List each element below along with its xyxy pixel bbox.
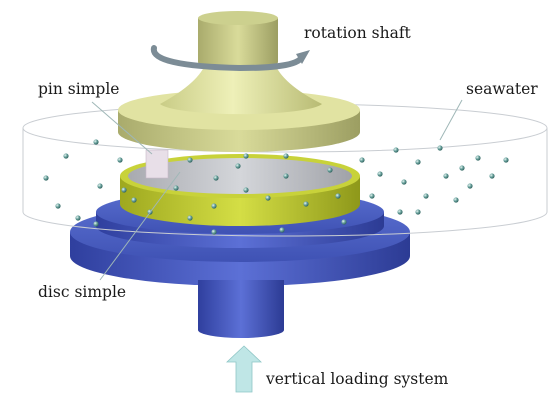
seawater-particle xyxy=(121,187,127,193)
seawater-particle xyxy=(437,145,443,151)
seawater-particle xyxy=(393,147,399,153)
seawater-particle xyxy=(467,183,473,189)
rotation-arrow xyxy=(150,45,310,72)
seawater-particles xyxy=(43,139,509,235)
seawater-particle xyxy=(423,193,429,199)
seawater-particle xyxy=(341,219,347,225)
seawater-particle xyxy=(75,215,81,221)
disc-sample xyxy=(120,154,360,226)
seawater-particle xyxy=(415,159,421,165)
pin-sample xyxy=(145,149,169,179)
label-seawater: seawater xyxy=(466,80,538,98)
label-vertical-loading: vertical loading system xyxy=(265,370,449,388)
vertical-loading-arrow xyxy=(225,345,263,393)
seawater-particle xyxy=(415,209,421,215)
seawater-particle xyxy=(401,179,407,185)
seawater-particle xyxy=(279,227,285,233)
seawater-particle xyxy=(303,201,309,207)
seawater-particle xyxy=(283,153,289,159)
seawater-particle xyxy=(335,193,341,199)
seawater-particle xyxy=(187,157,193,163)
seawater-particle xyxy=(443,173,449,179)
seawater-particle xyxy=(369,193,375,199)
seawater-particle xyxy=(211,203,217,209)
seawater-particle xyxy=(243,153,249,159)
seawater-particle xyxy=(93,139,99,145)
seawater-particle xyxy=(397,209,403,215)
leader-lines xyxy=(91,99,463,281)
seawater-particle xyxy=(55,203,61,209)
seawater-particle xyxy=(43,175,49,181)
seawater-particle xyxy=(93,221,99,227)
seawater-particle xyxy=(131,197,137,203)
rotation-shaft-head xyxy=(118,11,360,152)
seawater-particle xyxy=(459,165,465,171)
label-disc-simple: disc simple xyxy=(38,283,126,301)
label-pin-simple: pin simple xyxy=(38,80,119,98)
seawater-particle xyxy=(453,197,459,203)
seawater-particle xyxy=(235,163,241,169)
seawater-particle xyxy=(377,171,383,177)
seawater-particle xyxy=(211,229,217,235)
seawater-tank-front xyxy=(22,211,548,237)
seawater-particle xyxy=(187,215,193,221)
seawater-particle xyxy=(243,187,249,193)
label-rotation-shaft: rotation shaft xyxy=(304,24,412,42)
seawater-particle xyxy=(503,157,509,163)
seawater-particle xyxy=(117,157,123,163)
lower-shaft xyxy=(198,280,284,338)
seawater-particle xyxy=(173,185,179,191)
seawater-particle xyxy=(283,173,289,179)
seawater-particle xyxy=(359,157,365,163)
seawater-particle xyxy=(63,153,69,159)
seawater-particle xyxy=(327,167,333,173)
seawater-particle xyxy=(475,155,481,161)
seawater-particle xyxy=(489,173,495,179)
seawater-particle xyxy=(213,175,219,181)
seawater-particle xyxy=(97,183,103,189)
seawater-particle xyxy=(265,195,271,201)
